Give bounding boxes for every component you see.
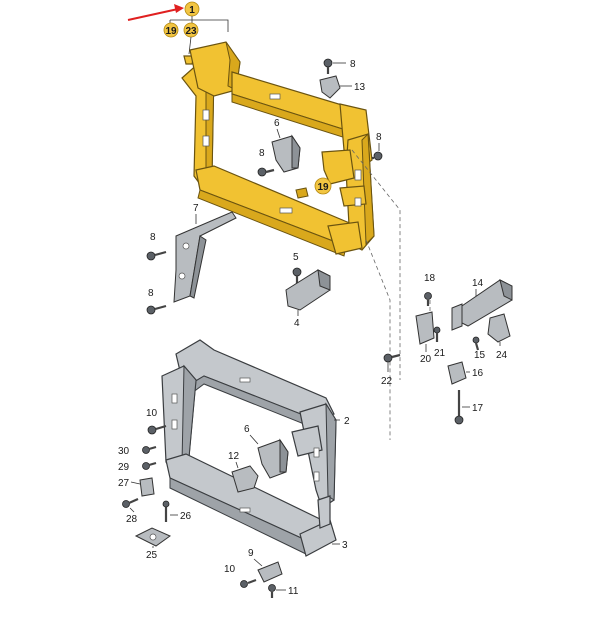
label-26: 26 [180,511,192,522]
label-15: 15 [474,350,486,361]
label-12: 12 [228,451,240,462]
badge-bracket [169,16,229,32]
bolt-11[interactable] [268,584,276,599]
label-8-right: 8 [376,132,382,143]
label-8-a: 8 [150,232,156,243]
label-13: 13 [354,82,366,93]
bolt-30[interactable] [142,445,157,454]
label-11: 11 [288,586,299,597]
label-14: 14 [472,278,484,289]
bracket-6-upper[interactable] [271,134,301,173]
bracket-27[interactable] [139,477,155,497]
bolt-8-b[interactable] [146,304,167,315]
label-25: 25 [146,550,158,561]
plate-25[interactable] [134,527,172,547]
bolt-8-right[interactable] [372,151,383,161]
svg-text:19: 19 [165,26,177,37]
bracket-16[interactable] [447,361,467,385]
badge-lead [188,36,192,55]
bolt-8-mid[interactable] [257,167,275,177]
bolt-21[interactable] [433,326,441,342]
label-7: 7 [193,203,199,214]
lower-carrier[interactable] [161,339,337,557]
bracket-7[interactable] [173,211,237,303]
label-18: 18 [424,273,436,284]
label-10-upper: 10 [146,408,158,419]
svg-text:23: 23 [185,26,197,37]
label-10-lower: 10 [224,564,236,575]
label-8-mid: 8 [259,148,265,159]
label-20: 20 [420,354,432,365]
label-6-lower: 6 [244,424,250,435]
label-16: 16 [472,368,484,379]
bolt-10-upper[interactable] [147,424,167,435]
crash-box-14[interactable] [451,279,513,331]
bolt-22[interactable] [383,353,401,363]
label-2: 2 [344,416,350,427]
bolt-17[interactable] [454,390,464,425]
badge-sub-b[interactable]: 23 [183,22,199,38]
badge-on-frame[interactable]: 19 [314,177,332,195]
label-4: 4 [294,318,300,329]
label-24: 24 [496,350,508,361]
label-17: 17 [472,403,484,414]
label-30: 30 [118,446,130,457]
bolt-8-top[interactable] [323,58,333,74]
label-21: 21 [434,348,446,359]
label-9: 9 [248,548,254,559]
highlighted-lock-carrier[interactable] [181,41,375,257]
bolt-15[interactable] [472,336,480,351]
label-6-upper: 6 [274,118,280,129]
bracket-13[interactable] [319,75,341,99]
label-27: 27 [118,478,130,489]
bolt-28[interactable] [122,497,139,508]
bracket-4[interactable] [285,269,331,311]
badge-sub-a[interactable]: 19 [163,22,179,38]
bracket-24[interactable] [487,313,511,343]
bolt-10-lower[interactable] [240,578,257,588]
label-8-top: 8 [350,59,356,70]
bolt-26[interactable] [162,500,170,522]
svg-text:1: 1 [189,5,195,16]
label-29: 29 [118,462,130,473]
label-3: 3 [342,540,348,551]
bolt-29[interactable] [142,461,157,470]
badge-main[interactable]: 1 [184,1,200,17]
label-28: 28 [126,514,138,525]
label-22: 22 [381,376,393,387]
bracket-12[interactable] [231,465,259,493]
bolt-8-a[interactable] [146,250,167,261]
bracket-6-lower[interactable] [257,438,289,479]
label-5: 5 [293,252,299,263]
bracket-9[interactable] [257,561,283,583]
svg-text:19: 19 [317,182,329,193]
label-8-b: 8 [148,288,154,299]
bracket-20[interactable] [415,311,435,345]
bolt-18[interactable] [424,292,432,307]
pointer-arrow [127,4,184,21]
